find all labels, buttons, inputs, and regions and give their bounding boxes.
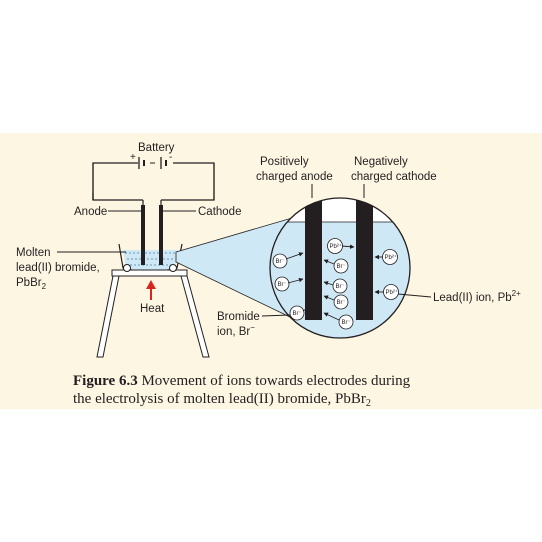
svg-text:Br⁻: Br⁻ — [276, 259, 285, 265]
bromide-ion: Br⁻ — [332, 278, 348, 294]
battery-label: Battery — [138, 142, 175, 154]
svg-text:Br⁻: Br⁻ — [342, 320, 351, 326]
figure-caption-line1: Figure 6.3 Movement of ions towards elec… — [73, 373, 411, 389]
anode-electrode — [141, 205, 145, 265]
magnified-cathode — [356, 198, 373, 320]
svg-text:Pb²⁺: Pb²⁺ — [330, 243, 343, 250]
molten-label-line3: PbBr2 — [16, 277, 47, 291]
battery-plus-sign: + — [130, 152, 136, 163]
magnified-view: Br⁻ Br⁻ Br⁻ Br⁻ Br⁻ Br⁻ Br⁻ Pb²⁺ Pb²⁺ Pb… — [269, 197, 411, 339]
positively-label-line1: Positively — [260, 156, 309, 168]
lead-ion: Pb²⁺ — [382, 249, 398, 265]
bromide-label-line1: Bromide — [217, 311, 260, 323]
negatively-label-line2: charged cathode — [351, 171, 437, 183]
battery-minus-sign: - — [169, 152, 172, 163]
bromide-ion: Br⁻ — [272, 253, 288, 269]
heat-label: Heat — [140, 303, 165, 315]
cathode-electrode — [159, 205, 163, 265]
svg-text:Br⁻: Br⁻ — [337, 264, 346, 270]
lead-ion-label: Lead(II) ion, Pb2+ — [433, 289, 521, 304]
svg-text:Br⁻: Br⁻ — [278, 282, 287, 288]
lead-ion: Pb²⁺ — [327, 238, 343, 254]
svg-text:Pb²⁺: Pb²⁺ — [385, 254, 398, 261]
bromide-label-line2: ion, Br− — [217, 323, 255, 338]
svg-text:Br⁻: Br⁻ — [336, 284, 345, 290]
battery-icon — [138, 157, 167, 169]
bromide-ion: Br⁻ — [333, 294, 349, 310]
bromide-ion: Br⁻ — [274, 276, 290, 292]
bromide-ion: Br⁻ — [338, 314, 354, 330]
cathode-label: Cathode — [198, 206, 241, 218]
lead-ion: Pb²⁺ — [383, 284, 399, 300]
svg-text:Br⁻: Br⁻ — [293, 311, 302, 317]
molten-label-line2: lead(II) bromide, — [16, 262, 100, 274]
heat-arrow-icon — [146, 280, 156, 300]
bromide-ion: Br⁻ — [289, 305, 305, 321]
svg-text:Pb²⁺: Pb²⁺ — [386, 289, 399, 296]
negatively-label-line1: Negatively — [354, 156, 408, 168]
figure-caption-line2: the electrolysis of molten lead(II) brom… — [73, 391, 371, 409]
molten-label-line1: Molten — [16, 247, 51, 259]
battery-circuit: Battery + - — [92, 142, 215, 206]
anode-label: Anode — [74, 206, 107, 218]
svg-text:Br⁻: Br⁻ — [337, 300, 346, 306]
bromide-ion: Br⁻ — [333, 258, 349, 274]
positively-label-line2: charged anode — [256, 171, 333, 183]
magnified-anode — [305, 198, 322, 320]
molten-electrolyte — [123, 250, 178, 271]
tripod-stand — [96, 264, 210, 358]
